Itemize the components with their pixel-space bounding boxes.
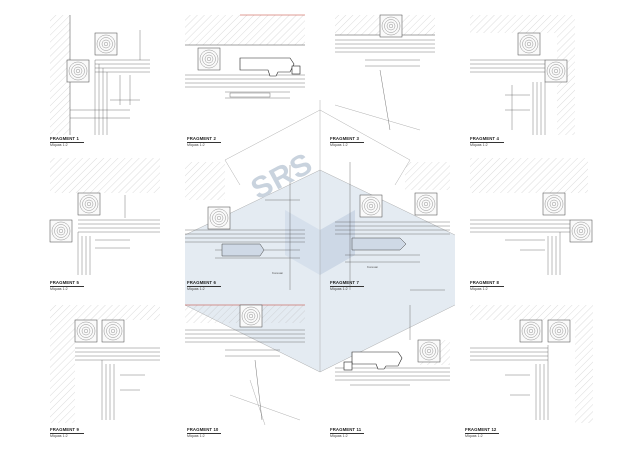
label-rule [50,285,84,287]
fragment-title: FRAGMENT 10 [187,427,219,432]
label-rule [50,432,84,434]
fragment-title: FRAGMENT 11 [330,427,362,432]
label-rule [330,141,364,143]
fragment-title: FRAGMENT 3 [330,136,359,141]
fragment-10-drawing [185,304,305,421]
fragment-title: FRAGMENT 12 [465,427,497,432]
fragment-3-label: FRAGMENT 3 Mlquas 1:2 [330,136,364,147]
fragment-4-label: FRAGMENT 4 Mlquas 1:2 [470,136,504,147]
fragment-7-drawing [335,162,450,291]
fragment-7-label: FRAGMENT 7 Mlquas 1:2 [330,280,364,291]
fragment-11-drawing [335,305,450,386]
fragment-title: FRAGMENT 5 [50,280,79,285]
fragment-9-label: FRAGMENT 9 Mlquas 1:2 [50,427,84,438]
fragment-2-drawing [185,14,305,99]
label-rule [470,285,504,287]
fragment-6-label: FRAGMENT 6 Mlquas 1:2 [187,280,221,291]
fragment-scale: Mlquas 1:2 [50,286,68,291]
label-rule [187,285,221,287]
label-rule [187,432,221,434]
fragment-2-label: FRAGMENT 2 Mlquas 1:2 [187,136,221,147]
fragment-scale: Mlquas 1:2 [187,433,205,438]
fragment-scale: Mlquas 1:2 [330,142,348,147]
fragment-scale: Mlquas 1:2 [187,286,205,291]
label-rule [330,285,364,287]
label-rule [470,141,504,143]
fragment-title: FRAGMENT 8 [470,280,499,285]
fragment-8-label: FRAGMENT 8 Mlquas 1:2 [470,280,504,291]
fragment-5-label: FRAGMENT 5 Mlquas 1:2 [50,280,84,291]
fragment-scale: Mlquas 1:2 [465,433,483,438]
fragment-title: FRAGMENT 4 [470,136,499,141]
fragment-5-drawing [49,158,160,275]
fragment-title: FRAGMENT 9 [50,427,79,432]
label-rule [330,432,364,434]
fragment-title: FRAGMENT 2 [187,136,216,141]
fragment-scale: Mlquas 1:2 [470,142,488,147]
label-rule [187,141,221,143]
fragment-3-drawing [335,14,435,131]
fragment-title: FRAGMENT 1 [50,136,79,141]
fragment-scale: Mlquas 1:2 [330,433,348,438]
fragment-11-label: FRAGMENT 11 Mlquas 1:2 [330,427,364,438]
fragment-scale: Mlquas 1:2 [470,286,488,291]
fragment-4-drawing [470,15,575,135]
fragment-12-label: FRAGMENT 12 Mlquas 1:2 [465,427,499,438]
fragment-scale: Mlquas 1:2 [330,286,348,291]
fragment-title: FRAGMENT 7 [330,280,359,285]
fragment-12-drawing [470,305,593,423]
fragment-scale: Mlquas 1:2 [50,433,68,438]
fragment-scale: Mlquas 1:2 [187,142,205,147]
label-rule [50,141,84,143]
fragment-title: FRAGMENT 6 [187,280,216,285]
annotation-fragment-6: Koresan [272,271,284,275]
fragment-1-label: FRAGMENT 1 Mlquas 1:2 [50,136,84,147]
fragment-6-drawing [185,162,305,290]
fragment-9-drawing [50,305,160,423]
annotation-fragment-7: Koresan [367,265,379,269]
fragment-8-drawing [470,158,593,275]
fragment-10-label: FRAGMENT 10 Mlquas 1:2 [187,427,221,438]
label-rule [465,432,499,434]
fragment-scale: Mlquas 1:2 [50,142,68,147]
fragment-1-drawing [50,15,150,135]
